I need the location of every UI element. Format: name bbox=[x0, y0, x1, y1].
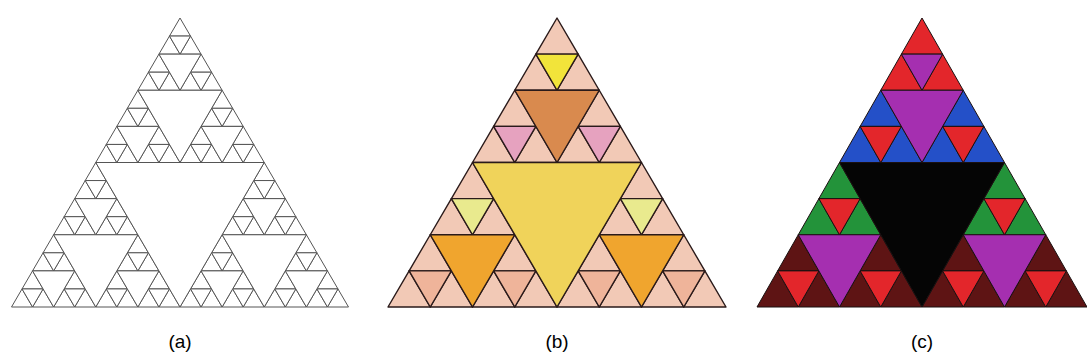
inverted-triangle bbox=[127, 108, 148, 126]
inverted-triangle bbox=[138, 90, 222, 162]
inverted-triangle bbox=[430, 235, 515, 307]
inverted-triangle bbox=[127, 253, 148, 271]
inverted-triangle bbox=[254, 181, 275, 199]
inverted-triangle bbox=[117, 126, 159, 162]
inverted-triangle bbox=[901, 54, 942, 90]
inverted-triangle bbox=[881, 90, 964, 162]
inverted-triangle bbox=[148, 289, 169, 307]
inverted-triangle bbox=[860, 126, 901, 162]
inverted-triangle bbox=[148, 72, 169, 90]
inverted-triangle bbox=[536, 54, 578, 90]
inverted-triangle bbox=[275, 289, 296, 307]
inverted-triangle bbox=[296, 253, 317, 271]
inverted-triangle bbox=[64, 217, 85, 235]
panel-label: (a) bbox=[168, 331, 191, 353]
inverted-triangle bbox=[233, 217, 254, 235]
panel-label: (c) bbox=[911, 331, 933, 353]
inverted-triangle bbox=[212, 108, 233, 126]
inverted-triangle bbox=[201, 126, 243, 162]
inverted-triangle bbox=[451, 199, 493, 235]
inverted-triangle bbox=[494, 271, 536, 307]
inverted-triangle bbox=[798, 235, 881, 307]
inverted-triangle bbox=[943, 271, 984, 307]
inverted-triangle bbox=[599, 235, 684, 307]
inverted-triangle bbox=[275, 217, 296, 235]
inverted-triangle bbox=[85, 181, 106, 199]
inverted-triangle bbox=[317, 289, 338, 307]
inverted-triangle bbox=[64, 289, 85, 307]
inverted-triangle bbox=[191, 72, 212, 90]
inverted-triangle bbox=[515, 90, 600, 162]
inverted-triangle bbox=[243, 199, 285, 235]
inverted-triangle bbox=[117, 271, 159, 307]
triangle-piece bbox=[536, 18, 578, 54]
inverted-triangle bbox=[191, 144, 212, 162]
inverted-triangle bbox=[285, 271, 327, 307]
inverted-triangle bbox=[169, 36, 190, 54]
inverted-triangle bbox=[148, 144, 169, 162]
inverted-triangle bbox=[106, 217, 127, 235]
inverted-triangle bbox=[43, 253, 64, 271]
inverted-triangle bbox=[201, 271, 243, 307]
inverted-triangle bbox=[860, 271, 901, 307]
panel-label: (b) bbox=[545, 331, 568, 353]
inverted-triangle bbox=[1025, 271, 1066, 307]
inverted-triangle bbox=[494, 126, 536, 162]
inverted-triangle bbox=[33, 271, 75, 307]
inverted-triangle bbox=[578, 271, 620, 307]
inverted-triangle bbox=[106, 144, 127, 162]
inverted-triangle bbox=[984, 199, 1025, 235]
inverted-triangle bbox=[233, 289, 254, 307]
inverted-triangle bbox=[106, 289, 127, 307]
inverted-triangle bbox=[578, 126, 620, 162]
triangle-piece bbox=[169, 18, 190, 36]
inverted-triangle bbox=[620, 199, 662, 235]
inverted-triangle bbox=[663, 271, 705, 307]
inverted-triangle bbox=[159, 54, 201, 90]
inverted-triangle bbox=[943, 126, 984, 162]
inverted-triangle bbox=[54, 235, 138, 307]
inverted-triangle bbox=[409, 271, 451, 307]
inverted-triangle bbox=[22, 289, 43, 307]
inverted-triangle bbox=[819, 199, 860, 235]
inverted-triangle bbox=[963, 235, 1046, 307]
inverted-triangle bbox=[75, 199, 117, 235]
inverted-triangle bbox=[233, 144, 254, 162]
inverted-triangle bbox=[191, 289, 212, 307]
inverted-triangle bbox=[473, 163, 642, 308]
inverted-triangle bbox=[840, 163, 1005, 308]
inverted-triangle bbox=[96, 163, 265, 308]
inverted-triangle bbox=[778, 271, 819, 307]
inverted-triangle bbox=[212, 253, 233, 271]
triangle-piece bbox=[901, 18, 942, 54]
inverted-triangle bbox=[222, 235, 306, 307]
